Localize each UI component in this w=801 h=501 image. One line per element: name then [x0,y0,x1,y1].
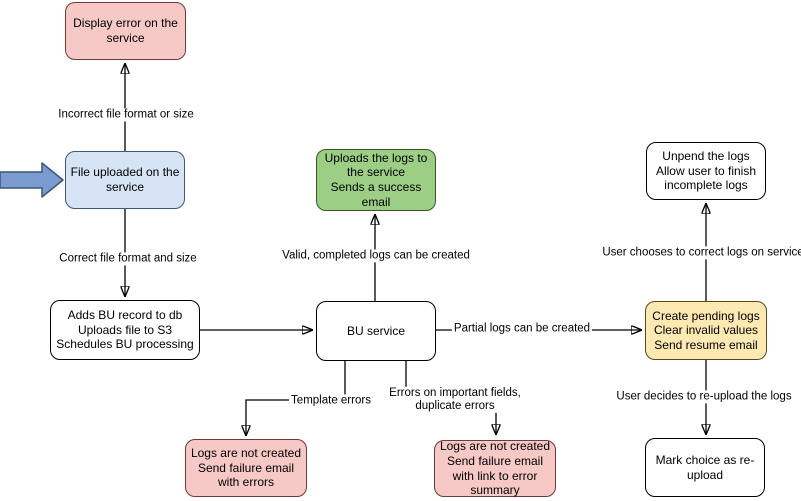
node-adds-bu-record[interactable]: Adds BU record to db Uploads file to S3 … [50,300,200,360]
node-uploads-logs-success-label: Uploads the logs to the service Sends a … [324,150,428,209]
node-adds-bu-record-label: Adds BU record to db Uploads file to S3 … [56,308,194,352]
node-file-uploaded-label: File uploaded on the service [70,165,180,194]
node-create-pending-logs[interactable]: Create pending logs Clear invalid values… [645,301,767,360]
node-logs-not-created-errors[interactable]: Logs are not created Send failure email … [185,439,307,497]
node-file-uploaded[interactable]: File uploaded on the service [65,151,185,209]
entry-block-arrow-icon[interactable] [0,162,64,198]
node-logs-not-created-errors-label: Logs are not created Send failure email … [190,446,302,490]
edge-label-user-corrects[interactable]: User chooses to correct logs on service [600,246,801,260]
node-bu-service[interactable]: BU service [316,301,436,361]
edge-label-user-reuploads[interactable]: User decides to re-upload the logs [614,390,794,404]
node-bu-service-label: BU service [346,323,405,338]
node-unpend-logs[interactable]: Unpend the logs Allow user to finish inc… [646,142,766,200]
node-logs-not-created-summary[interactable]: Logs are not created Send failure email … [434,439,556,498]
edge-label-correct-format[interactable]: Correct file format and size [57,252,199,266]
edge-label-template-errors[interactable]: Template errors [289,394,373,408]
node-logs-not-created-summary-label: Logs are not created Send failure email … [439,439,551,498]
edge-label-important-fields[interactable]: Errors on important fields, duplicate er… [387,386,523,414]
node-mark-choice-reupload-label: Mark choice as re- upload [655,452,755,482]
node-uploads-logs-success[interactable]: Uploads the logs to the service Sends a … [316,149,436,211]
node-create-pending-logs-label: Create pending logs Clear invalid values… [652,308,760,352]
node-display-error[interactable]: Display error on the service [65,2,186,60]
edge-label-valid-completed[interactable]: Valid, completed logs can be created [280,249,472,263]
node-display-error-label: Display error on the service [73,16,178,45]
node-mark-choice-reupload[interactable]: Mark choice as re- upload [645,438,765,497]
edge-label-partial-logs[interactable]: Partial logs can be created [451,322,593,336]
edge-label-incorrect-format[interactable]: Incorrect file format or size [56,108,196,122]
node-unpend-logs-label: Unpend the logs Allow user to finish inc… [655,149,757,193]
